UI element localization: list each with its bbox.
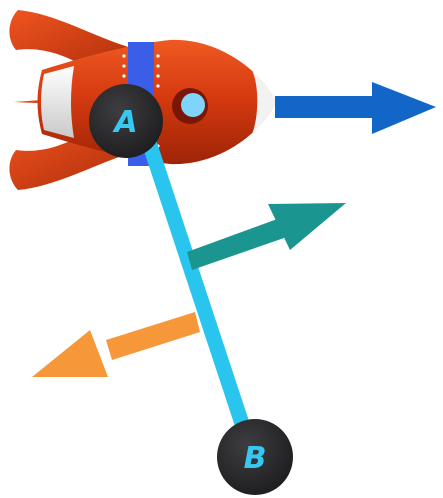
rocket-tail-stripe xyxy=(41,66,74,138)
node-a: A xyxy=(89,84,163,158)
arrow-right-icon xyxy=(275,82,436,134)
node-a-label: A xyxy=(112,105,137,140)
arrow-down-left-icon xyxy=(32,312,200,377)
node-b-label: B xyxy=(244,441,267,476)
rocket-window xyxy=(181,93,205,117)
node-b: B xyxy=(217,419,293,495)
arrow-up-right-icon xyxy=(187,203,346,270)
pendulum-rod xyxy=(143,124,253,457)
